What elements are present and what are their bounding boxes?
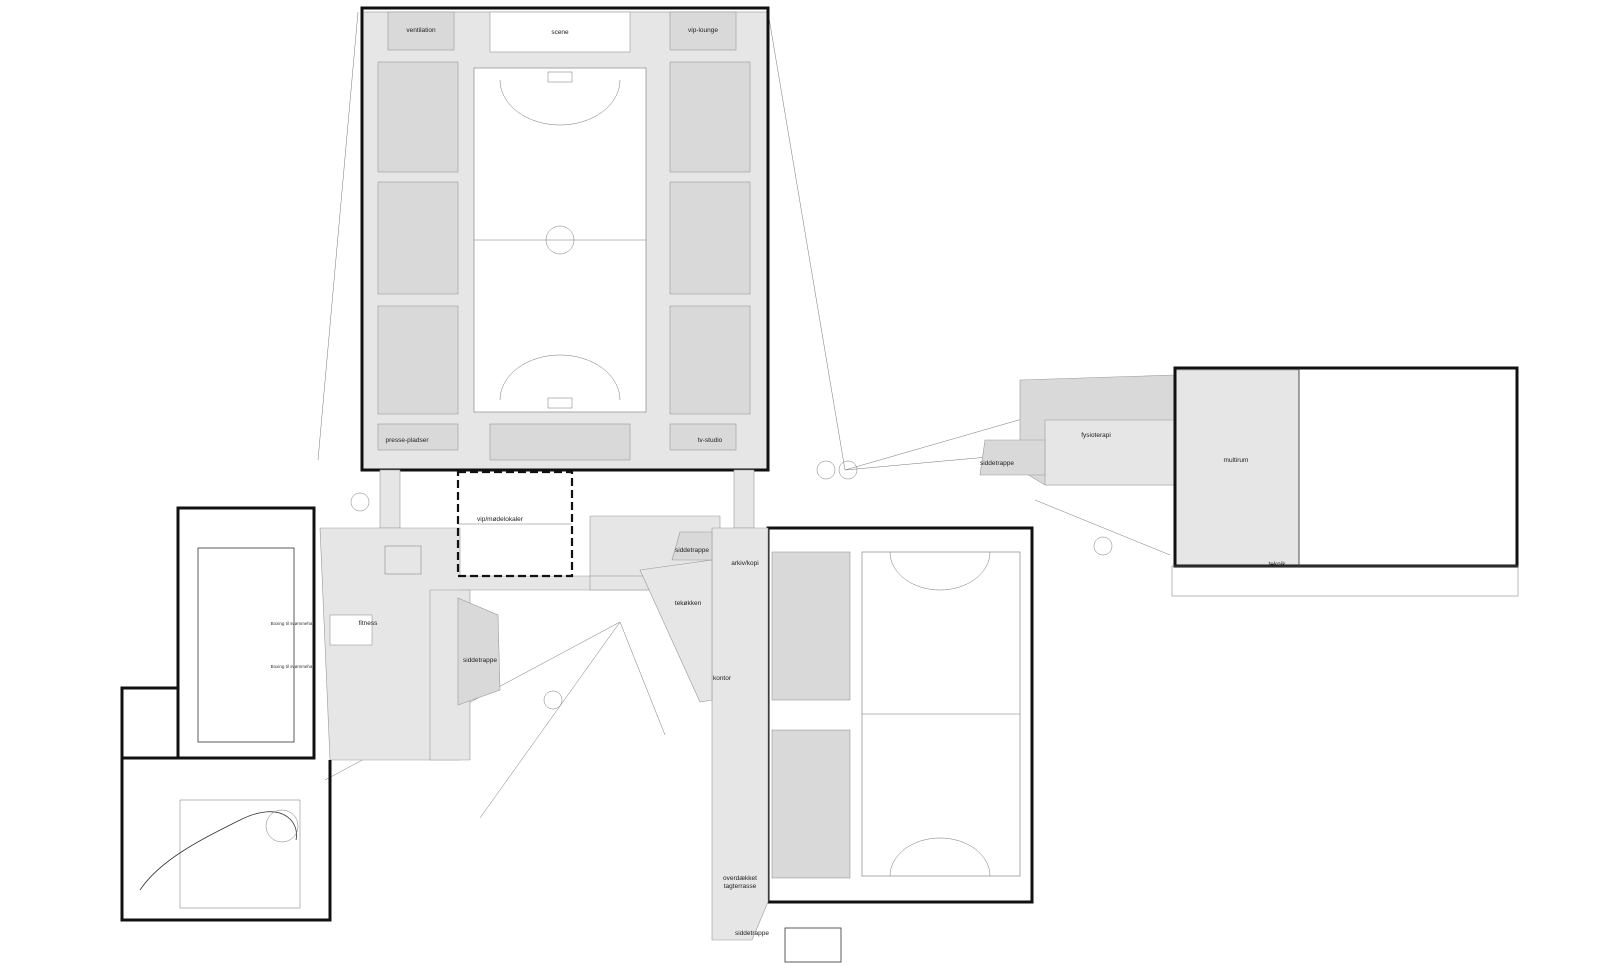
vip-lounge-label: vip-lounge	[688, 27, 718, 34]
teknik-label: teknik	[1269, 561, 1287, 568]
vip-modelokaler-label: vip/mødelokaler	[477, 516, 524, 523]
tagterrasse-label-2: tagterrasse	[724, 883, 757, 890]
fysioterapi-label: fysioterapi	[1081, 432, 1111, 439]
vip-meeting-rooms: vip/mødelokaler	[456, 470, 574, 578]
arkiv-kopi-label: arkiv/kopi	[731, 560, 758, 567]
siddetrappe-east-label: siddetrappe	[980, 460, 1014, 467]
site-lines	[317, 11, 1176, 819]
siddetrappe-bottom-label: siddetrappe	[735, 930, 769, 937]
second-hall: arkiv/kopi kontor overdækket tagterrasse…	[639, 526, 1034, 941]
boxing-label-1: Boxing til svømmehal	[271, 621, 314, 626]
siddetrappe-mid-label: siddetrappe	[675, 547, 709, 554]
siddetrappe-fitness-label: siddetrappe	[463, 657, 497, 664]
swimming-hall: Boxing til svømmehal Boxing til svømmeha…	[120, 506, 332, 922]
fitness-area: fitness siddetrappe	[329, 545, 501, 706]
kontor-label: kontor	[713, 675, 732, 682]
main-arena: ventilation scene vip-lounge presse-plad…	[360, 6, 770, 472]
ventilation-label: ventilation	[406, 27, 436, 34]
tv-studio-label: tv-studio	[698, 437, 723, 444]
bottom-stair	[784, 927, 842, 963]
presse-label: presse-pladser	[386, 437, 430, 444]
east-wing: fysioterapi siddetrappe multirum teknik	[979, 366, 1519, 597]
multirum-label: multirum	[1224, 457, 1249, 464]
fitness-label: fitness	[359, 620, 379, 627]
tekokken-label: tekøkken	[675, 600, 702, 607]
tagterrasse-label-1: overdækket	[723, 875, 757, 882]
boxing-label-2: Boxing til svømmehal	[271, 664, 314, 669]
scene-label: scene	[551, 29, 569, 36]
